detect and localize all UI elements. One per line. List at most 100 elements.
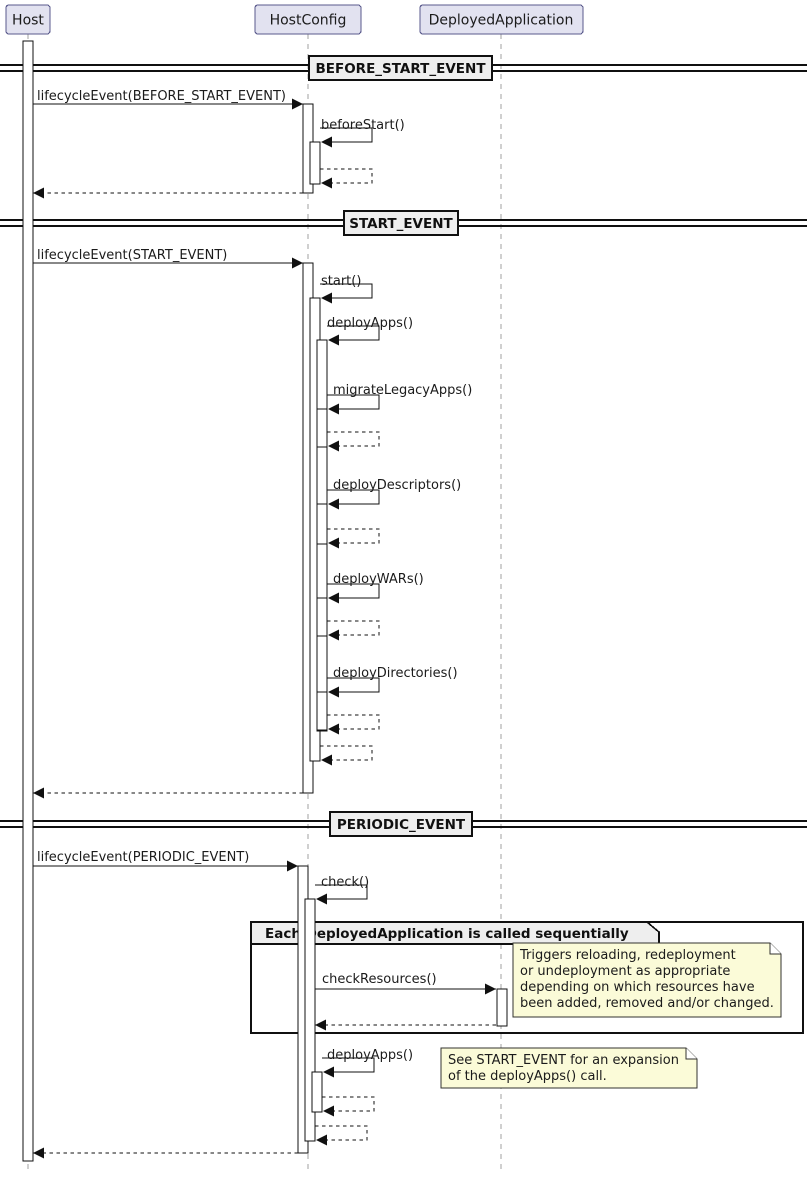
message-arrowhead	[292, 257, 303, 269]
message-m14: deployDirectories()	[327, 666, 458, 698]
message-label: migrateLegacyApps()	[333, 383, 472, 398]
message-m11	[327, 528, 380, 549]
message-m8: migrateLegacyApps()	[327, 383, 472, 415]
participant-box[interactable]	[419, 4, 584, 35]
message-arrowhead	[315, 1019, 326, 1031]
message-self-loop	[327, 583, 380, 599]
message-arrowhead	[321, 177, 332, 189]
activation-bar	[316, 691, 328, 731]
message-m13	[327, 620, 380, 641]
activation-bar	[316, 597, 328, 637]
message-arrowhead	[328, 440, 339, 452]
message-self-loop	[327, 431, 380, 447]
message-self-loop	[320, 168, 373, 184]
message-m1: lifecycleEvent(BEFORE_START_EVENT)	[33, 89, 303, 110]
participant-label: DeployedApplication	[429, 13, 574, 29]
message-self-loop	[320, 283, 373, 299]
message-m4	[33, 187, 303, 199]
message-arrowhead	[328, 592, 339, 604]
participant-box[interactable]	[5, 4, 51, 35]
message-label: lifecycleEvent(START_EVENT)	[37, 248, 227, 263]
activation-bar	[316, 408, 328, 448]
message-arrowhead	[292, 98, 303, 110]
message-self-loop	[327, 325, 380, 341]
participant-hostconfig[interactable]: HostConfig	[254, 4, 362, 35]
message-label: deployApps()	[327, 316, 413, 331]
participant-box[interactable]	[254, 4, 362, 35]
message-arrowhead	[33, 1147, 44, 1159]
divider-label: START_EVENT	[349, 216, 453, 232]
message-arrowhead	[328, 334, 339, 346]
message-self-loop	[322, 1057, 375, 1073]
message-arrowhead	[328, 537, 339, 549]
message-m17	[33, 787, 303, 799]
divider-box	[308, 55, 493, 81]
message-m9	[327, 431, 380, 452]
message-self-loop	[315, 884, 368, 900]
note-line: of the deployApps() call.	[448, 1069, 607, 1084]
message-self-loop	[320, 127, 373, 143]
message-self-loop	[315, 1125, 368, 1141]
message-arrowhead	[323, 1105, 334, 1117]
message-m23	[322, 1096, 375, 1117]
message-m22: deployApps()	[322, 1048, 413, 1078]
message-m6: start()	[320, 274, 373, 304]
divider-periodic-event: PERIODIC_EVENT	[0, 811, 807, 837]
divider-before-start-event: BEFORE_START_EVENT	[0, 55, 807, 81]
participants-layer: Host HostConfig DeployedApplication	[5, 4, 584, 35]
dividers-layer: BEFORE_START_EVENT START_EVENT PERIODIC_EV…	[0, 55, 807, 837]
message-arrowhead	[33, 787, 44, 799]
activations-layer	[22, 40, 508, 1162]
group-header-tab	[250, 921, 660, 945]
note-background	[440, 1047, 698, 1089]
message-label: beforeStart()	[321, 118, 405, 133]
message-label: deployWARs()	[333, 572, 424, 587]
lifelines-layer	[27, 34, 502, 1173]
note-line: or undeployment as appropriate	[520, 964, 730, 979]
participant-label: Host	[12, 13, 44, 29]
messages-layer: lifecycleEvent(BEFORE_START_EVENT)before…	[33, 89, 496, 1159]
activation-bar	[304, 898, 316, 1142]
note-fold-corner	[685, 1048, 697, 1060]
divider-start-event: START_EVENT	[0, 210, 807, 236]
message-arrowhead	[316, 1134, 327, 1146]
message-self-loop	[327, 489, 380, 505]
group-header-label: Each DeployedApplication is called seque…	[265, 926, 629, 942]
message-arrowhead	[328, 403, 339, 415]
message-arrowhead	[33, 187, 44, 199]
message-arrowhead	[316, 893, 327, 905]
note-fold-corner	[769, 943, 781, 955]
message-label: deployDirectories()	[333, 666, 458, 681]
participant-host[interactable]: Host	[5, 4, 51, 35]
message-label: deployApps()	[327, 1048, 413, 1063]
divider-box	[329, 811, 473, 837]
message-self-loop	[327, 620, 380, 636]
message-m10: deployDescriptors()	[327, 478, 461, 510]
message-label: deployDescriptors()	[333, 478, 461, 493]
participant-deployedapplication[interactable]: DeployedApplication	[419, 4, 584, 35]
message-m18: lifecycleEvent(PERIODIC_EVENT)	[33, 850, 298, 872]
divider-label: PERIODIC_EVENT	[337, 817, 466, 833]
groups-layer: Each DeployedApplication is called seque…	[250, 921, 804, 1034]
message-self-loop	[327, 714, 380, 730]
message-label: check()	[321, 875, 369, 890]
message-arrowhead	[321, 292, 332, 304]
message-label: lifecycleEvent(PERIODIC_EVENT)	[37, 850, 249, 865]
message-m21	[315, 1019, 496, 1031]
activation-bar	[316, 503, 328, 545]
note-background	[512, 942, 782, 1018]
message-label: lifecycleEvent(BEFORE_START_EVENT)	[37, 89, 286, 104]
message-arrowhead	[328, 686, 339, 698]
message-arrowhead	[485, 983, 496, 995]
message-label: checkResources()	[322, 972, 437, 987]
message-m12: deployWARs()	[327, 572, 424, 604]
note-line: depending on which resources have	[520, 980, 755, 995]
note-line: See START_EVENT for an expansion	[448, 1053, 679, 1068]
message-m24	[315, 1125, 368, 1146]
message-arrowhead	[328, 498, 339, 510]
message-m2: beforeStart()	[320, 118, 405, 148]
